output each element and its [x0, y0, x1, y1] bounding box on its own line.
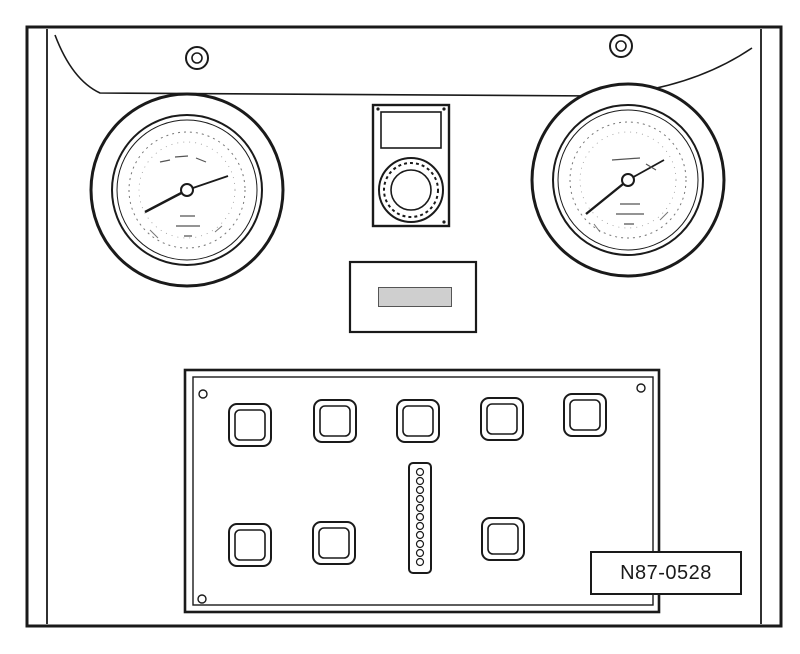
panel-button-4	[480, 397, 524, 441]
panel-button-1	[228, 403, 272, 447]
label-plate-text	[378, 287, 452, 307]
screw-left	[185, 46, 209, 70]
left-pressure-gauge	[89, 92, 285, 288]
display-knob-module	[371, 103, 451, 228]
figure-code-label: N87-0528	[590, 551, 742, 595]
panel-button-2	[313, 399, 357, 443]
right-pressure-gauge	[530, 82, 726, 278]
panel-button-7	[312, 521, 356, 565]
panel-button-5	[563, 393, 607, 437]
panel-button-3	[396, 399, 440, 443]
panel-button-6	[228, 523, 272, 567]
screw-right	[609, 34, 633, 58]
led-bar-indicator	[408, 462, 432, 574]
panel-button-8	[481, 517, 525, 561]
